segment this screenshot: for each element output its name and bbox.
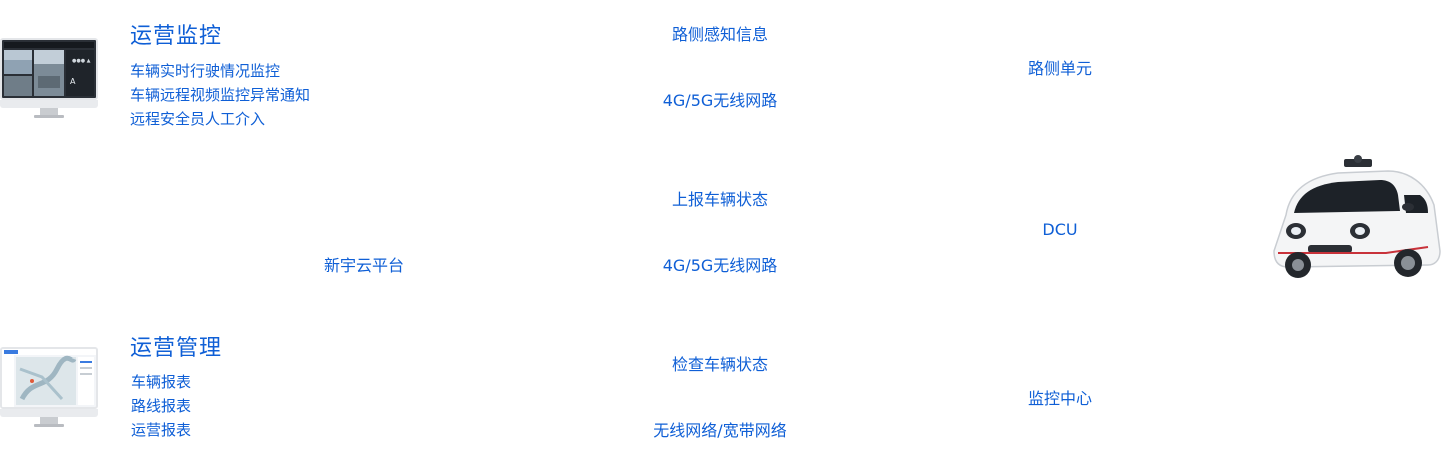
svg-text:●●● ▲: ●●● ▲ [72,58,91,64]
ops-management-title: 运营管理 [130,336,223,361]
link-middle-network: 4G/5G无线网路 [662,256,778,275]
ops-monitoring-item: 车辆实时行驶情况监控 [130,62,281,80]
roadside-unit-label: 路侧单元 [1027,59,1093,78]
svg-text:A: A [70,77,76,86]
ops-monitoring-item: 车辆远程视频监控异常通知 [130,86,311,104]
link-bottom-info: 检查车辆状态 [671,355,769,374]
ops-monitoring-title: 运营监控 [130,24,223,49]
autonomous-car-image [1268,155,1444,285]
link-middle-info: 上报车辆状态 [671,190,769,209]
platform-label: 新宇云平台 [323,256,405,275]
ops-management-item: 路线报表 [131,397,192,415]
ops-management-item: 运营报表 [131,421,192,439]
link-top-network: 4G/5G无线网路 [662,91,778,110]
management-screen-image [0,347,98,429]
link-top-info: 路侧感知信息 [671,25,769,44]
ops-monitoring-item: 远程安全员人工介入 [130,110,266,128]
monitoring-screen-image: ●●● ▲ A [0,38,98,120]
ops-management-item: 车辆报表 [131,373,192,391]
dcu-label: DCU [1042,220,1078,239]
monitor-center-label: 监控中心 [1027,389,1093,408]
link-bottom-network: 无线网络/宽带网络 [653,421,787,440]
